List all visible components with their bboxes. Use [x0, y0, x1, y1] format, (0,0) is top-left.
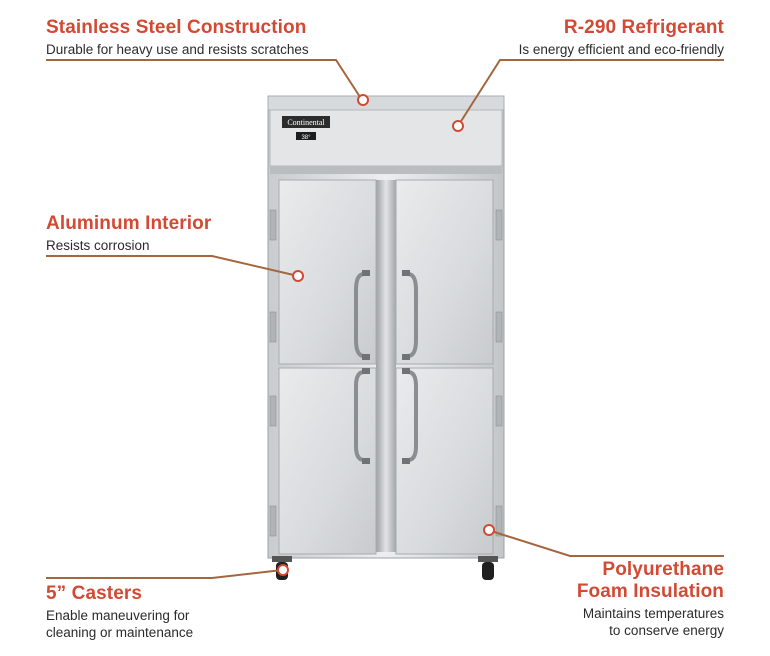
casters [272, 556, 498, 580]
callout-title: Aluminum Interior [46, 213, 212, 234]
door-top-right [395, 179, 494, 365]
callout-description: Durable for heavy use and resists scratc… [46, 42, 309, 57]
logo-text: Continental [287, 118, 325, 127]
callout-description: Is energy efficient and eco-friendly [518, 42, 724, 57]
callout-title: Stainless Steel Construction [46, 17, 307, 38]
callout-casters: 5” Casters Enable maneuvering for cleani… [46, 583, 193, 641]
handle-mounts [362, 270, 410, 464]
temperature-display [296, 132, 316, 140]
callout-description-line: to conserve energy [609, 623, 724, 638]
callout-title: 5” Casters [46, 583, 143, 604]
header-shelf [270, 166, 502, 174]
display-readout: 38° [301, 135, 311, 141]
callout-aluminum-interior: Aluminum Interior Resists corrosion [46, 213, 211, 254]
leader-lines [46, 59, 724, 579]
callout-foam-insulation: Polyurethane Foam Insulation Maintains t… [577, 559, 724, 639]
callout-title: Polyurethane Foam Insulation [577, 559, 724, 603]
callout-description-line: Enable maneuvering for [46, 608, 190, 623]
callout-title: R-290 Refrigerant [563, 17, 724, 38]
center-mullion [376, 180, 396, 552]
door-handles [354, 272, 418, 462]
callout-description: Resists corrosion [46, 238, 150, 253]
callout-refrigerant: R-290 Refrigerant Is energy efficient an… [519, 17, 724, 58]
callout-markers [277, 94, 495, 576]
callout-stainless-steel: Stainless Steel Construction Durable for… [46, 17, 309, 58]
callout-description-line: cleaning or maintenance [46, 625, 194, 640]
door-top-left [278, 179, 377, 365]
callout-description: Maintains temperatures to conserve energ… [577, 605, 724, 639]
callout-title-line: Foam Insulation [576, 581, 724, 602]
callout-description-line: Maintains temperatures [582, 606, 724, 621]
callout-description: Enable maneuvering for cleaning or maint… [46, 607, 193, 641]
door-hinges [269, 209, 503, 537]
logo-plate [282, 116, 330, 128]
callout-title-line: Polyurethane [602, 559, 724, 580]
